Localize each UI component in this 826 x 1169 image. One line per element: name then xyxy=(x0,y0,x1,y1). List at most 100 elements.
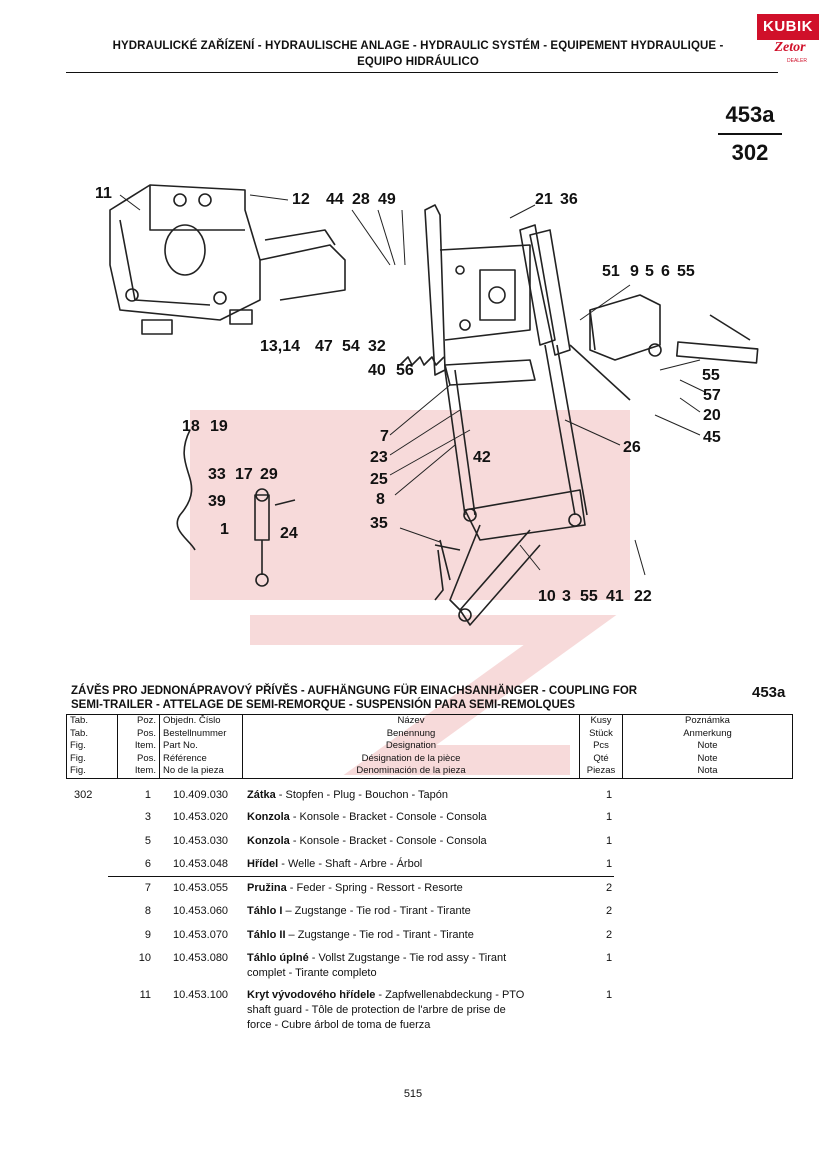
callout: 17 xyxy=(235,466,253,483)
document-header-line-1: HYDRAULICKÉ ZAŘÍZENÍ - HYDRAULISCHE ANLA… xyxy=(112,40,724,52)
hydraulic-cylinder xyxy=(254,488,296,587)
callout: 24 xyxy=(280,525,298,542)
logo-tag: DEALER xyxy=(787,58,808,64)
row-pos: 10 xyxy=(138,952,151,964)
row-description: Zátka - Stopfen - Plug - Bouchon - Tapón xyxy=(247,789,448,801)
row-part-number: 10.453.055 xyxy=(173,882,229,894)
console-and-shaft xyxy=(589,294,759,364)
callout: 54 xyxy=(342,338,360,355)
header-rule xyxy=(66,72,778,73)
row-part-number: 10.453.030 xyxy=(173,835,229,847)
callout: 57 xyxy=(703,387,721,404)
row-description: Konzola - Konsole - Bracket - Console - … xyxy=(247,811,487,823)
row-pos: 1 xyxy=(144,789,151,801)
exploded-view-diagram: 11 12 44 28 49 21 36 51 9 5 6 55 13,14 4… xyxy=(95,184,759,626)
page-number: 515 xyxy=(403,1088,423,1100)
document-header-line-2: EQUIPO HIDRÁULICO xyxy=(357,56,479,68)
row-qty: 2 xyxy=(605,882,613,894)
callout: 8 xyxy=(376,491,385,508)
callout: 40 xyxy=(368,362,386,379)
callout: 41 xyxy=(606,588,624,605)
callout: 44 xyxy=(326,191,344,208)
page-code-top: 453a xyxy=(725,102,775,127)
callout: 39 xyxy=(208,493,226,510)
callout: 56 xyxy=(396,362,414,379)
callout: 21 xyxy=(535,191,553,208)
row-description: Konzola - Konsole - Bracket - Console - … xyxy=(247,835,487,847)
callout: 36 xyxy=(560,191,578,208)
section-code: 453a xyxy=(752,684,786,701)
callout: 18 xyxy=(182,418,200,435)
row-description: Táhlo úplné - Vollst Zugstange - Tie rod… xyxy=(247,952,507,979)
hydraulic-hose xyxy=(176,429,196,551)
row-qty: 1 xyxy=(605,952,613,964)
callout: 32 xyxy=(368,338,386,355)
callout: 28 xyxy=(352,191,370,208)
drawbar xyxy=(449,489,586,626)
callout: 19 xyxy=(210,418,228,435)
row-part-number: 10.453.060 xyxy=(173,905,229,917)
row-qty: 1 xyxy=(605,835,613,847)
row-description: Táhlo I – Zugstange - Tie rod - Tirant -… xyxy=(247,905,471,917)
logo-brand: KUBIK xyxy=(757,14,819,40)
parts-table-header: Tab.Tab.Fig.Fig.Fig. Poz.Pos.Item.Pos.It… xyxy=(66,714,793,779)
spring xyxy=(399,356,445,366)
header-col-pos: Poz.Pos.Item.Pos.Item. xyxy=(117,714,160,779)
callout: 55 xyxy=(677,263,695,280)
row-pos: 6 xyxy=(144,858,151,870)
callout: 13,14 xyxy=(260,338,300,355)
row-part-number: 10.409.030 xyxy=(173,789,229,801)
header-col-tab: Tab.Tab.Fig.Fig.Fig. xyxy=(66,714,118,779)
callout: 3 xyxy=(562,588,571,605)
row-description: Kryt vývodového hřídele - Zapfwellenabde… xyxy=(247,989,525,1031)
row-qty: 1 xyxy=(605,811,613,823)
row-pos: 7 xyxy=(144,882,151,894)
callout: 1 xyxy=(220,521,229,538)
row-qty: 2 xyxy=(605,929,613,941)
pin-with-chain xyxy=(434,539,461,601)
row-part-number: 10.453.100 xyxy=(173,989,229,1001)
row-part-number: 10.453.048 xyxy=(173,858,229,870)
callout: 49 xyxy=(378,191,396,208)
bracket-housing xyxy=(109,184,346,335)
section-title-line-2: SEMI-TRAILER - ATTELAGE DE SEMI-REMORQUE… xyxy=(71,699,576,711)
callout: 23 xyxy=(370,449,388,466)
callout: 7 xyxy=(380,428,389,445)
callout-labels: 11 12 44 28 49 21 36 51 9 5 6 55 13,14 4… xyxy=(95,185,721,605)
section-title-line-1: ZÁVĚS PRO JEDNONÁPRAVOVÝ PŘÍVĚS - AUFHÄN… xyxy=(71,685,638,697)
logo-sub: Zetor xyxy=(774,40,806,55)
row-pos: 3 xyxy=(144,811,151,823)
callout: 11 xyxy=(95,185,112,202)
callout: 55 xyxy=(580,588,598,605)
row-pos: 8 xyxy=(144,905,151,917)
row-pos: 5 xyxy=(144,835,151,847)
callout: 29 xyxy=(260,466,278,483)
dealer-logo: KUBIK Zetor DEALER xyxy=(757,14,819,68)
callout: 9 xyxy=(630,263,639,280)
row-qty: 1 xyxy=(605,858,613,870)
callout: 47 xyxy=(315,338,333,355)
callout: 25 xyxy=(370,471,388,488)
lifting-frame xyxy=(424,204,571,386)
row-divider xyxy=(108,876,614,877)
callout: 12 xyxy=(292,191,310,208)
callout: 55 xyxy=(702,367,720,384)
tie-rods xyxy=(444,344,631,516)
callout: 6 xyxy=(661,263,670,280)
section-title: ZÁVĚS PRO JEDNONÁPRAVOVÝ PŘÍVĚS - AUFHÄN… xyxy=(71,684,731,712)
callout: 51 xyxy=(602,263,620,280)
row-description: Táhlo II – Zugstange - Tie rod - Tirant … xyxy=(247,929,474,941)
row-qty: 1 xyxy=(605,989,613,1001)
row-description: Pružina - Feder - Spring - Ressort - Res… xyxy=(247,882,463,894)
row-qty: 1 xyxy=(605,789,613,801)
row-part-number: 10.453.070 xyxy=(173,929,229,941)
callout: 45 xyxy=(703,429,721,446)
page-code-bottom: 302 xyxy=(731,140,769,165)
callout: 20 xyxy=(703,407,721,424)
callout: 35 xyxy=(370,515,388,532)
callout: 33 xyxy=(208,466,226,483)
